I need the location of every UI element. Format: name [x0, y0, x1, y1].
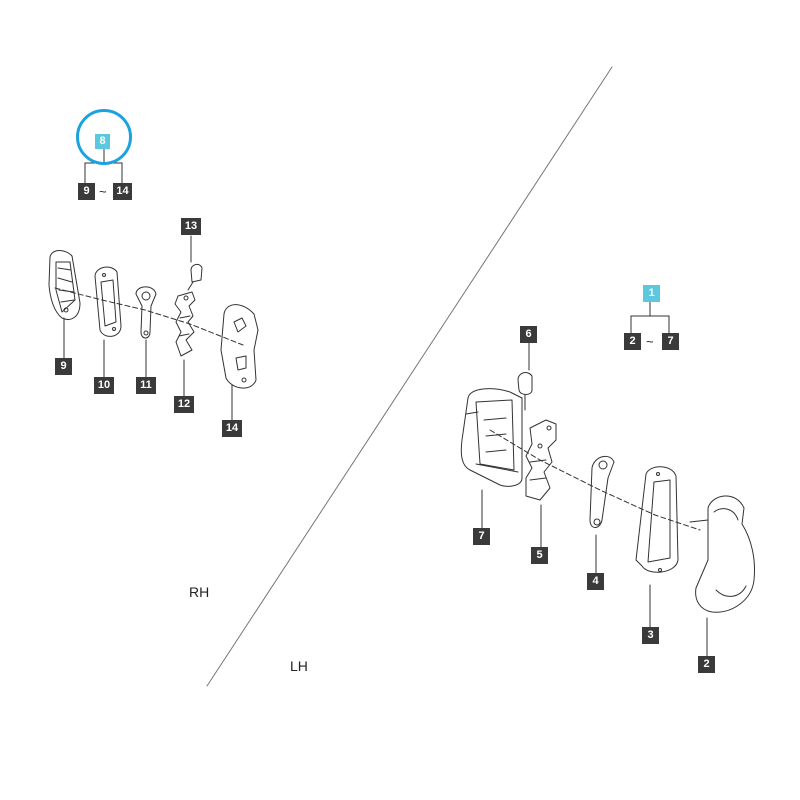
rh-side-label: RH: [189, 584, 210, 600]
part-13-drawing: [187, 263, 203, 291]
part-9-drawing: [48, 250, 81, 320]
highlight-ring: [76, 109, 132, 165]
part-2-drawing: [689, 495, 755, 613]
callout-6[interactable]: 6: [520, 326, 537, 343]
part-10-drawing: [94, 266, 122, 337]
lh-side-label: LH: [290, 658, 308, 674]
part-6-drawing: [517, 372, 533, 411]
part-5-drawing: [525, 419, 557, 501]
callout-7[interactable]: 7: [473, 528, 490, 545]
lh-leader-lines: [481, 342, 708, 657]
callout-11[interactable]: 11: [136, 377, 156, 394]
callout-9[interactable]: 9: [55, 358, 72, 375]
callout-10[interactable]: 10: [94, 377, 114, 394]
callout-3[interactable]: 3: [642, 627, 659, 644]
part-7-drawing: [460, 388, 523, 487]
callout-12[interactable]: 12: [174, 396, 194, 413]
callout-2-range-start[interactable]: 2: [624, 333, 641, 350]
callout-8-rh-assembly[interactable]: 8: [95, 134, 110, 149]
part-12-drawing: [174, 291, 196, 357]
part-14-drawing: [220, 304, 259, 389]
range-tilde: ~: [646, 334, 654, 349]
range-tilde: ~: [99, 184, 107, 199]
lh-group-bracket: [630, 301, 670, 334]
rh-leader-lines: [63, 235, 233, 421]
part-11-drawing: [135, 286, 157, 339]
callout-13[interactable]: 13: [181, 218, 201, 235]
part-3-drawing: [635, 466, 679, 573]
callout-2[interactable]: 2: [698, 656, 715, 673]
callout-14[interactable]: 14: [222, 420, 242, 437]
callout-7-range-end[interactable]: 7: [662, 333, 679, 350]
callout-14-range-end[interactable]: 14: [113, 183, 132, 200]
part-4-drawing: [589, 455, 615, 528]
callout-9-range-start[interactable]: 9: [78, 183, 95, 200]
callout-1-lh-assembly[interactable]: 1: [643, 285, 660, 302]
callout-4[interactable]: 4: [587, 573, 604, 590]
rh-center-axis: [54, 287, 244, 346]
side-divider-line: [206, 66, 613, 687]
callout-5[interactable]: 5: [531, 547, 548, 564]
